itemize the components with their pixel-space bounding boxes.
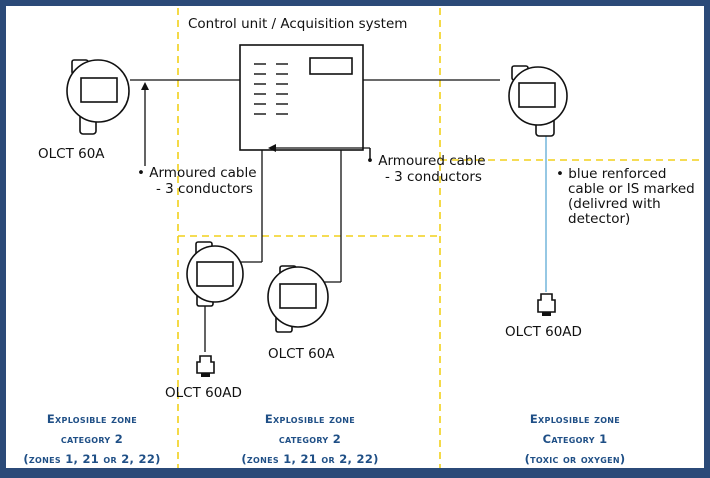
cable-center-line1: • Armoured cable xyxy=(366,153,486,169)
zone-caption-right: Explosible zone Category 1 (toxic or oxy… xyxy=(525,412,626,466)
zone-right-line1: Explosible zone xyxy=(530,412,620,426)
cable-blue-line4: detector) xyxy=(568,211,630,227)
cable-blue-line3: (delivred with xyxy=(568,196,661,212)
cable-center-line2: - 3 conductors xyxy=(385,169,482,185)
sensor-left xyxy=(196,355,215,377)
zone-left-line1: Explosible zone xyxy=(47,412,137,426)
cable-left-line2: - 3 conductors xyxy=(156,181,253,197)
label-olct-60ad-right: OLCT 60AD xyxy=(505,324,582,340)
label-olct-60a-center: OLCT 60A xyxy=(268,346,335,362)
zone-caption-center: Explosible zone category 2 (zones 1, 21 … xyxy=(241,412,378,466)
callout-arrows xyxy=(141,82,371,166)
detector-left-top xyxy=(66,59,130,135)
zone-center-line3: (zones 1, 21 or 2, 22) xyxy=(241,452,378,466)
detector-right-top xyxy=(508,65,568,137)
zone-boundaries xyxy=(177,8,704,468)
cable-blue-line2: cable or IS marked xyxy=(568,181,695,197)
label-olct-60a-left: OLCT 60A xyxy=(38,146,105,162)
zone-caption-left: Explosible zone category 2 (zones 1, 21 … xyxy=(23,412,160,466)
zone-right-line3: (toxic or oxygen) xyxy=(525,452,626,466)
cable-left-line1: • Armoured cable xyxy=(137,165,257,181)
detector-center-lower xyxy=(267,265,329,333)
arrow-left-head xyxy=(141,82,149,90)
detector-left-lower xyxy=(186,241,244,307)
control-unit-vents xyxy=(254,63,288,115)
zone-center-line2: category 2 xyxy=(279,432,341,446)
cable-wires xyxy=(130,79,547,352)
arrow-center-head xyxy=(268,144,276,152)
control-unit-title: Control unit / Acquisition system xyxy=(188,16,407,32)
zone-left-line2: category 2 xyxy=(61,432,123,446)
cable-blue-line1: • blue renforced xyxy=(556,166,666,182)
sensor-right xyxy=(537,293,556,316)
zone-right-line2: Category 1 xyxy=(543,432,608,446)
zone-center-line1: Explosible zone xyxy=(265,412,355,426)
control-unit xyxy=(239,44,364,151)
control-unit-display xyxy=(309,57,353,75)
label-olct-60ad-left: OLCT 60AD xyxy=(165,385,242,401)
zone-left-line3: (zones 1, 21 or 2, 22) xyxy=(23,452,160,466)
